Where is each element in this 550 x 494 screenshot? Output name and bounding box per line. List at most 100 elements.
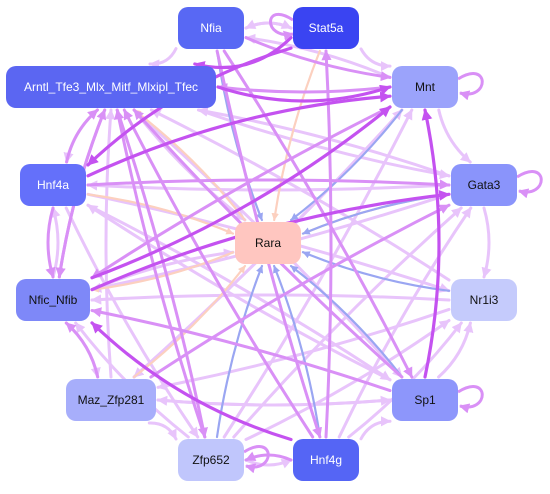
node-sp1[interactable]: Sp1 (392, 379, 458, 421)
node-box (6, 66, 216, 108)
edge-hnf4g-to-stat5a (321, 49, 333, 439)
edge-amtl-to-hnf4a (63, 108, 99, 164)
edge-nr1i3-to-amtl (149, 108, 451, 282)
self-loop-zfp652 (243, 445, 270, 474)
edge-zfp652-to-nr1i3 (244, 319, 451, 441)
self-loops-layer (243, 12, 543, 474)
node-stat5a[interactable]: Stat5a (293, 7, 359, 49)
edge-hnf4g-to-amtl (122, 108, 315, 439)
self-loop-mnt (457, 72, 484, 101)
edge-zfp652-to-amtl (114, 108, 207, 439)
edge-hnf4a-to-sp1 (86, 203, 392, 382)
edge-hnf4a-to-nfic (45, 206, 56, 279)
edge-nfia-to-sp1 (222, 49, 414, 379)
edge-maz-to-zfp652 (147, 421, 178, 441)
edge-stat5a-to-mnt (359, 47, 392, 72)
edge-maz-to-amtl (104, 108, 116, 379)
nodes-layer: Nfia Stat5aArntl_Tfe3_Mlx_Mitf_Mlxipl_Tfe… (6, 7, 517, 481)
edge-mnt-to-nfic (90, 105, 392, 280)
node-label: Mnt (415, 80, 436, 94)
edge-gata3-to-hnf4a (86, 180, 451, 192)
node-label: Nfic_Nfib (29, 293, 78, 307)
edge-sp1-to-mnt (421, 108, 441, 379)
self-loop-gata3 (516, 170, 543, 199)
edge-nfic-to-mnt (90, 105, 392, 280)
edge-hnf4a-to-zfp652 (64, 206, 200, 439)
node-label: Maz_Zfp281 (78, 393, 145, 407)
node-label: Hnf4g (310, 453, 342, 467)
node-amtl[interactable]: Arntl_Tfe3_Mlx_Mitf_Mlxipl_Tfec (6, 66, 216, 108)
edge-hnf4a-to-mnt (86, 91, 392, 178)
edge-nr1i3-to-nfic (90, 293, 451, 305)
node-label: Nr1i3 (470, 293, 499, 307)
node-label: Nfia (200, 21, 222, 35)
edge-nr1i3-to-rara (301, 251, 451, 292)
node-box (178, 7, 244, 49)
edge-stat5a-to-nfia (244, 19, 293, 30)
node-box (392, 66, 458, 108)
node-box (451, 164, 517, 206)
node-maz[interactable]: Maz_Zfp281 (66, 379, 156, 421)
node-label: Zfp652 (192, 453, 230, 467)
edge-sp1-to-rara (289, 264, 404, 379)
node-box (392, 379, 458, 421)
edge-zfp652-to-rara (215, 264, 264, 439)
node-mnt[interactable]: Mnt (392, 66, 458, 108)
edge-rara-to-nfic (90, 251, 235, 293)
edge-maz-to-gata3 (149, 203, 451, 379)
edge-mnt-to-gata3 (437, 108, 472, 164)
edges-layer (45, 19, 492, 469)
node-label: Arntl_Tfe3_Mlx_Mitf_Mlxipl_Tfec (24, 80, 198, 94)
node-zfp652[interactable]: Zfp652 (178, 439, 244, 481)
node-label: Rara (255, 236, 281, 250)
edge-maz-to-rara (132, 264, 247, 379)
edge-hnf4g-to-rara (273, 264, 321, 439)
node-nfia[interactable]: Nfia (178, 7, 244, 49)
edge-zfp652-to-gata3 (232, 206, 463, 439)
edge-hnf4a-to-gata3 (86, 178, 451, 190)
edge-nfia-to-mnt (244, 36, 392, 82)
node-nfic[interactable]: Nfic_Nfib (16, 279, 90, 321)
node-hnf4a[interactable]: Hnf4a (20, 164, 86, 206)
node-box (293, 439, 359, 481)
edge-hnf4g-to-nfic (90, 321, 293, 442)
node-box (20, 164, 86, 206)
node-rara[interactable]: Rara (235, 222, 301, 264)
edge-maz-to-nfic (64, 321, 100, 379)
edge-nfia-to-amtl (148, 47, 178, 70)
edge-rara-to-amtl (133, 108, 246, 222)
node-label: Sp1 (414, 393, 436, 407)
node-nr1i3[interactable]: Nr1i3 (451, 279, 517, 321)
edge-hnf4a-to-rara (86, 193, 235, 235)
edge-nfic-to-hnf4a (50, 206, 61, 279)
node-box (235, 222, 301, 264)
edge-hnf4g-to-gata3 (337, 206, 473, 439)
edge-stat5a-to-rara (271, 49, 321, 222)
edge-mnt-to-rara (290, 108, 403, 222)
edge-amtl-to-mnt (216, 84, 392, 103)
node-box (451, 279, 517, 321)
edge-amtl-to-zfp652 (115, 108, 208, 439)
edge-mnt-to-amtl (216, 82, 392, 94)
edge-sp1-to-nfic (90, 307, 392, 393)
node-hnf4g[interactable]: Hnf4g (293, 439, 359, 481)
edge-sp1-to-nr1i3 (437, 321, 474, 379)
node-label: Gata3 (468, 178, 501, 192)
node-label: Stat5a (309, 21, 344, 35)
node-box (178, 439, 244, 481)
node-label: Hnf4a (37, 178, 69, 192)
self-loop-sp1 (457, 385, 484, 414)
edge-sp1-to-hnf4a (86, 203, 392, 382)
edge-zfp652-to-hnf4g (244, 458, 293, 469)
edge-hnf4g-to-sp1 (359, 416, 392, 441)
edge-nr1i3-to-maz (156, 307, 451, 391)
node-box (293, 7, 359, 49)
node-box (66, 379, 156, 421)
edge-sp1-to-maz (156, 395, 392, 407)
edge-gata3-to-nr1i3 (481, 206, 492, 279)
node-gata3[interactable]: Gata3 (451, 164, 517, 206)
edge-hnf4a-to-amtl (65, 108, 99, 164)
self-loop-stat5a (269, 12, 295, 41)
